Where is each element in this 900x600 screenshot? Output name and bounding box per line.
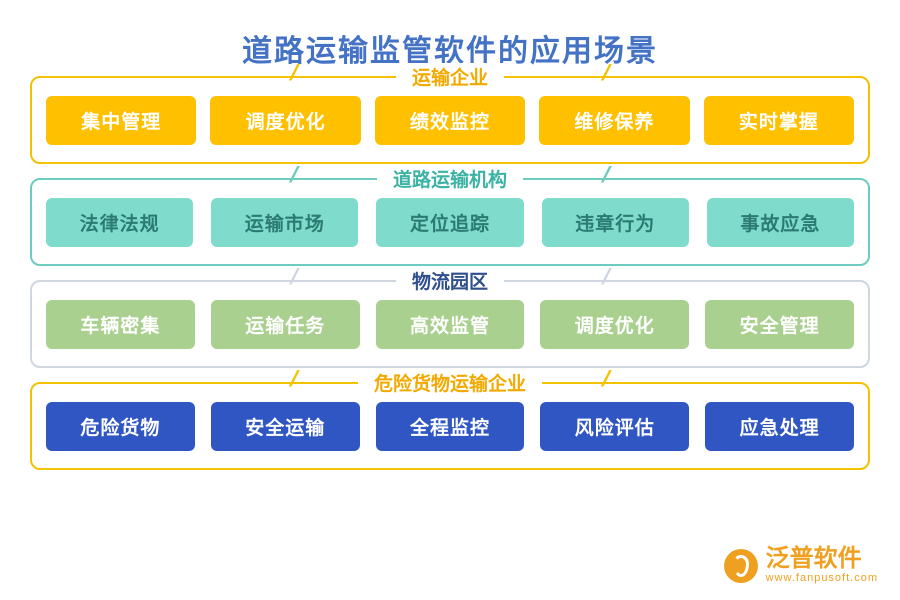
chip-item[interactable]: 法律法规 <box>46 197 194 247</box>
group-logistics-park: / / 物流园区 车辆密集 运输任务 高效监管 调度优化 安全管理 <box>30 264 870 368</box>
group-title: 物流园区 <box>395 267 505 294</box>
chip-item[interactable]: 运输任务 <box>210 299 360 349</box>
chip-item[interactable]: 全程监控 <box>375 401 525 451</box>
chip-item[interactable]: 安全运输 <box>210 401 360 451</box>
chip-item[interactable]: 实时掌握 <box>703 95 855 145</box>
chip-row: 危险货物 安全运输 全程监控 风险评估 应急处理 <box>32 384 868 468</box>
chip-item[interactable]: 危险货物 <box>46 401 195 451</box>
group-title: 危险货物运输企业 <box>357 369 543 396</box>
page-title: 道路运输监管软件的应用场景 <box>242 35 658 68</box>
chip-item[interactable]: 定位追踪 <box>376 197 524 247</box>
group-title: 运输企业 <box>395 63 505 90</box>
chip-item[interactable]: 风险评估 <box>540 401 690 451</box>
chip-row: 集中管理 调度优化 绩效监控 维修保养 实时掌握 <box>32 78 868 162</box>
brand-logo: 泛普软件 www.fanpusoft.com <box>723 544 878 586</box>
group-title: 道路运输机构 <box>376 165 524 192</box>
logo-name: 泛普软件 <box>765 544 862 572</box>
chip-item[interactable]: 车辆密集 <box>46 299 195 349</box>
logo-url: www.fanpusoft.com <box>765 571 878 584</box>
chip-row: 车辆密集 运输任务 高效监管 调度优化 安全管理 <box>32 282 868 366</box>
chip-item[interactable]: 高效监管 <box>375 299 525 349</box>
group-hazardous-goods-enterprise: / / 危险货物运输企业 危险货物 安全运输 全程监控 风险评估 应急处理 <box>30 366 870 470</box>
chip-item[interactable]: 运输市场 <box>211 197 359 247</box>
chip-item[interactable]: 违章行为 <box>541 197 689 247</box>
chip-item[interactable]: 安全管理 <box>705 299 854 349</box>
chip-item[interactable]: 调度优化 <box>210 95 361 145</box>
group-road-transport-agency: / / 道路运输机构 法律法规 运输市场 定位追踪 违章行为 事故应急 <box>30 162 870 266</box>
logo-mark-icon <box>723 549 758 584</box>
chip-item[interactable]: 集中管理 <box>46 95 197 145</box>
chip-row: 法律法规 运输市场 定位追踪 违章行为 事故应急 <box>32 180 868 264</box>
chip-item[interactable]: 应急处理 <box>705 401 854 451</box>
chip-item[interactable]: 维修保养 <box>539 95 690 145</box>
chip-item[interactable]: 绩效监控 <box>374 95 526 145</box>
chip-item[interactable]: 调度优化 <box>540 299 690 349</box>
chip-item[interactable]: 事故应急 <box>706 197 855 247</box>
group-transport-enterprise: / / 运输企业 集中管理 调度优化 绩效监控 维修保养 实时掌握 <box>30 60 870 164</box>
